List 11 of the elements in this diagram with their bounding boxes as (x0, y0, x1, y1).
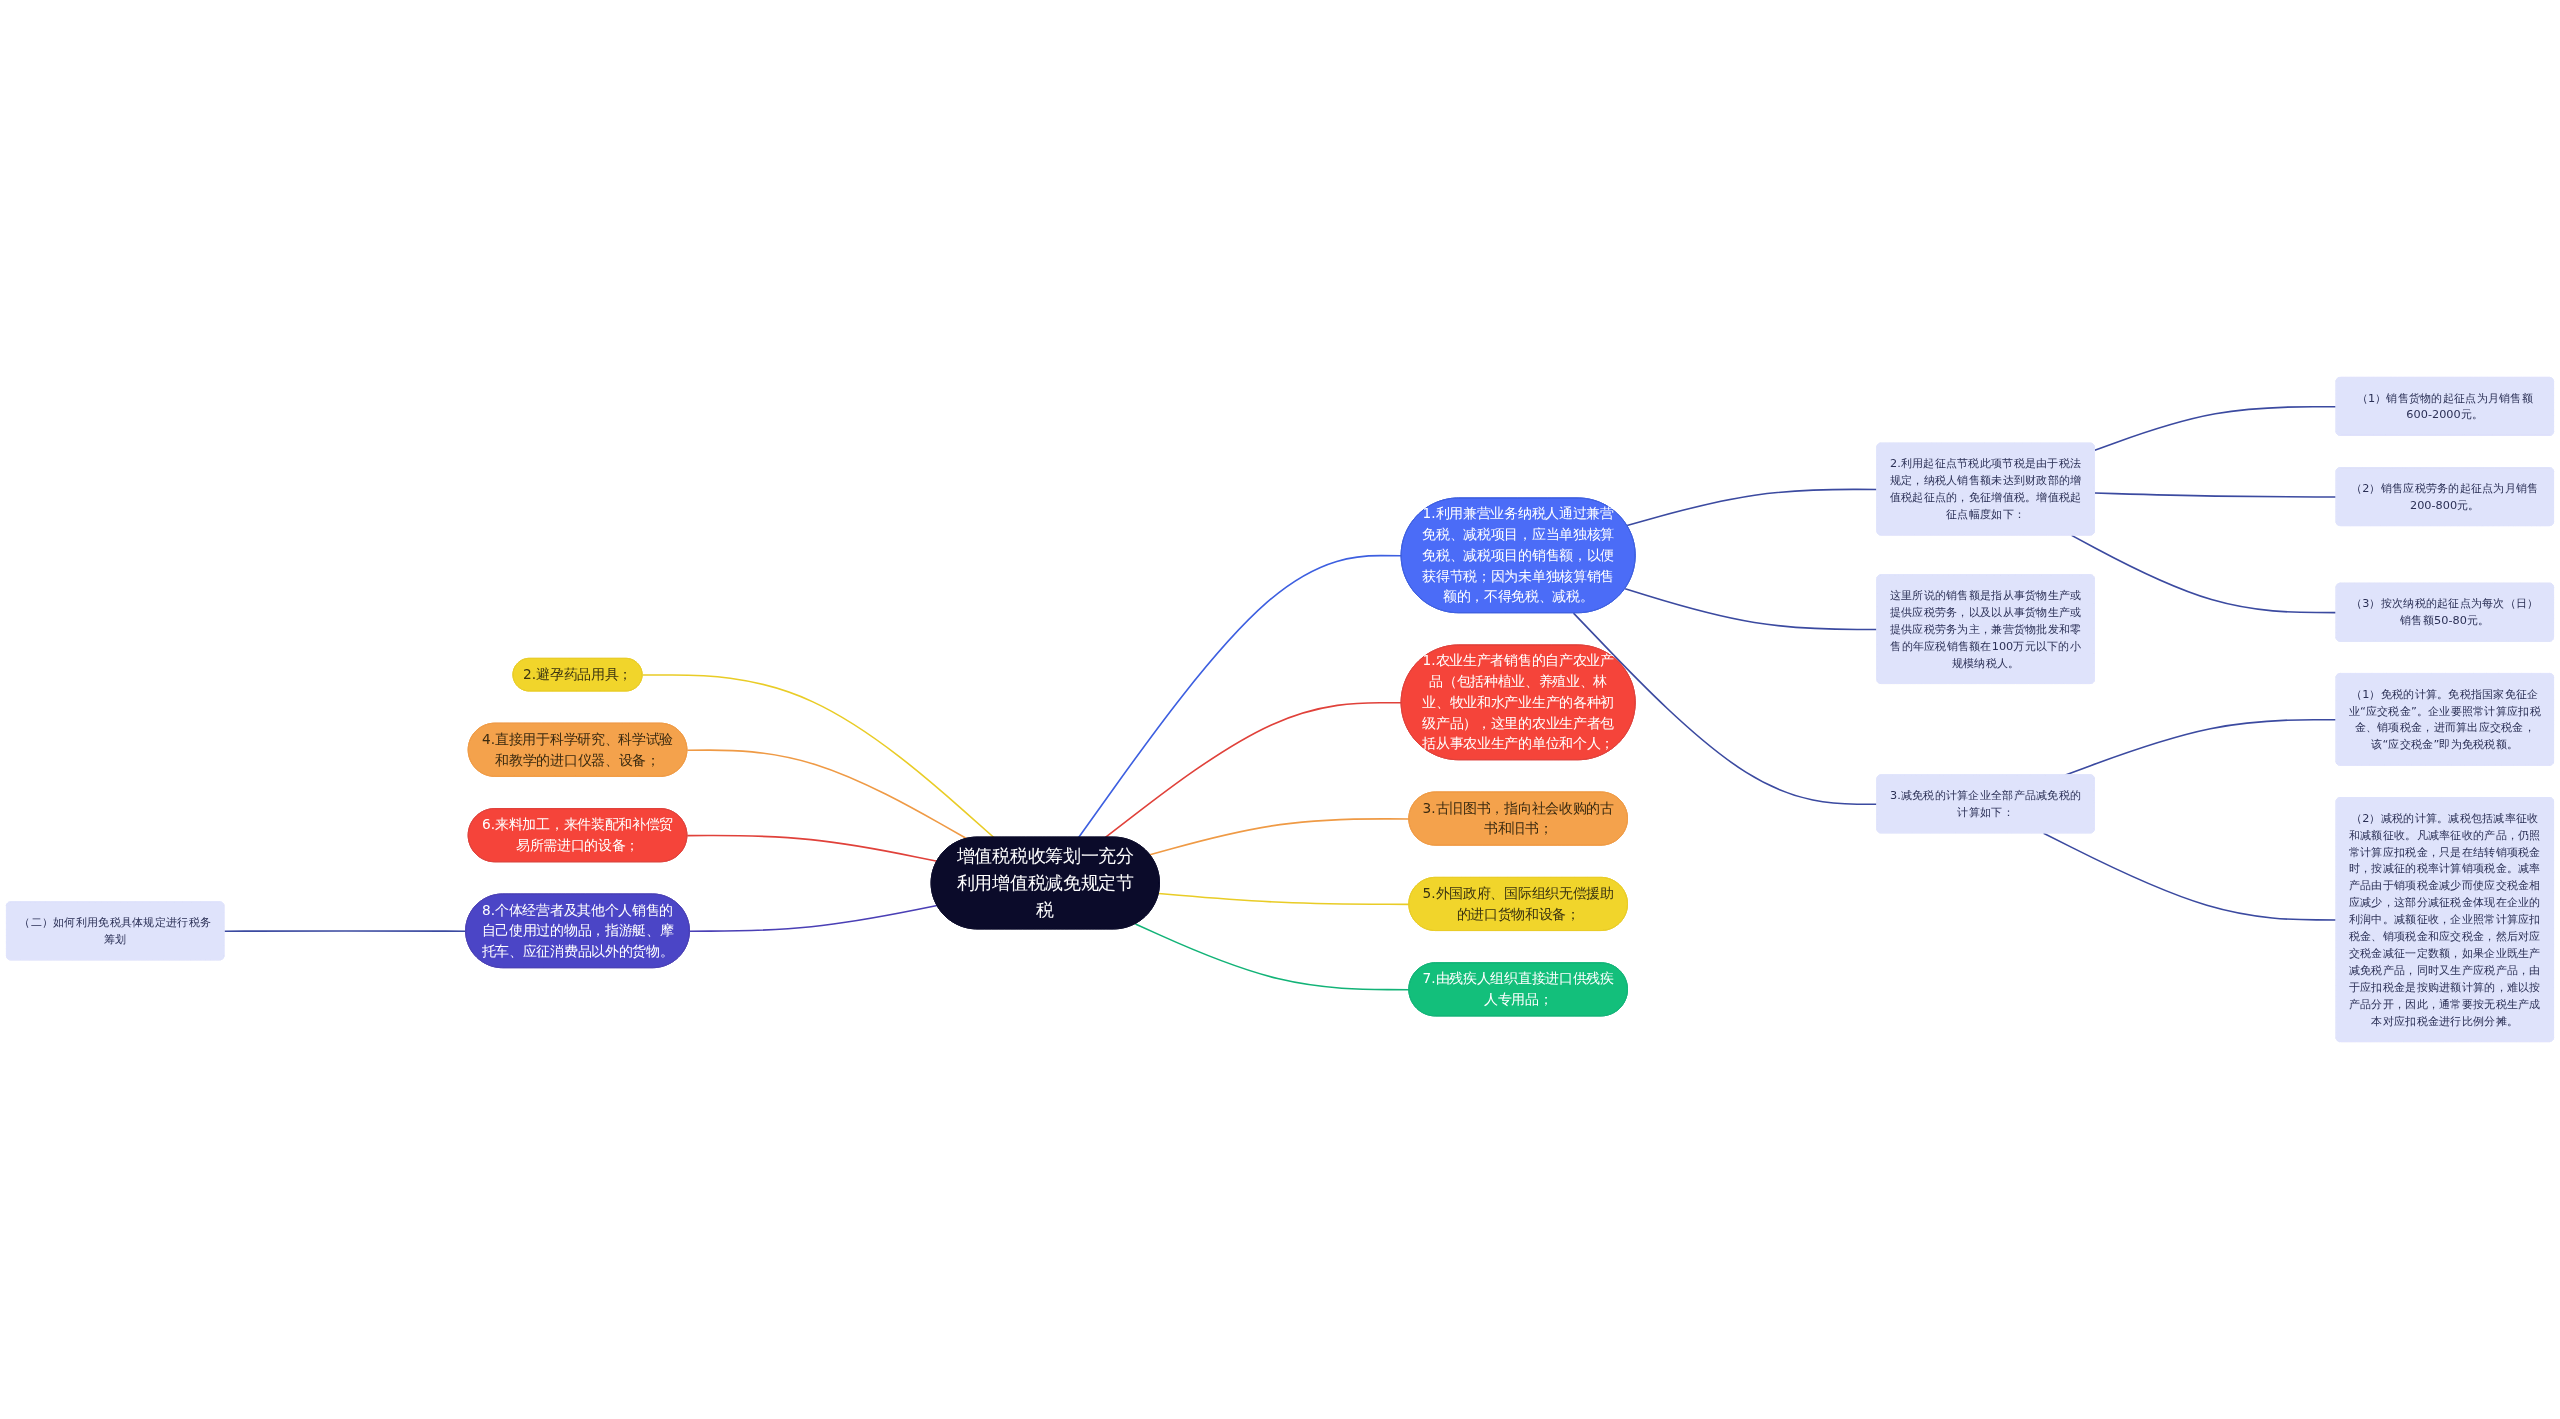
connector (641, 674, 995, 839)
connector (686, 749, 968, 840)
connector (223, 930, 467, 933)
connector (686, 834, 938, 863)
connector (2093, 405, 2338, 452)
connector (1077, 554, 1403, 839)
connector (689, 904, 938, 933)
connector (2093, 492, 2338, 498)
connector (1104, 701, 1403, 839)
connector (2070, 534, 2338, 614)
connector (2042, 832, 2338, 921)
